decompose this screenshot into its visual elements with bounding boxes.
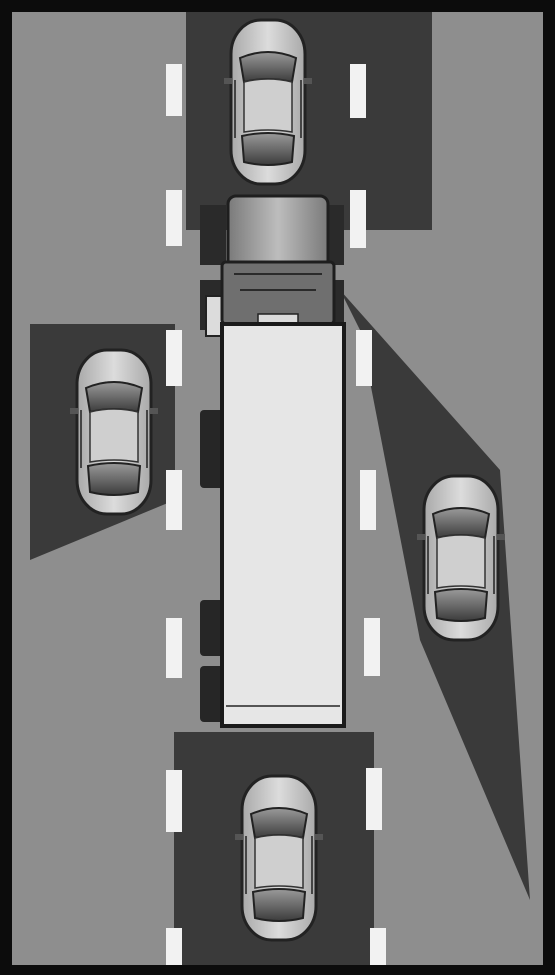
car-icon xyxy=(70,350,158,514)
trailer-body xyxy=(222,324,344,726)
lane-dash xyxy=(166,190,182,246)
lane-dash xyxy=(166,618,182,678)
lane-dash xyxy=(166,770,182,832)
car-icon xyxy=(235,776,323,940)
trailer-icon xyxy=(200,324,344,726)
truck-wheel xyxy=(200,205,226,265)
lane-dash xyxy=(166,330,182,386)
lane-dash xyxy=(350,190,366,248)
car-icon xyxy=(224,20,312,184)
lane-dash xyxy=(166,928,182,965)
lane-dash xyxy=(370,928,386,965)
lane-dash xyxy=(356,330,372,386)
truck-hood xyxy=(228,196,328,268)
lane-dash xyxy=(360,470,376,530)
lane-dash xyxy=(364,618,380,676)
lane-dash xyxy=(350,64,366,118)
lane-dash xyxy=(166,470,182,530)
lane-dash xyxy=(366,768,382,830)
truck-icon xyxy=(200,196,344,336)
car-icon xyxy=(417,476,505,640)
lane-dash xyxy=(166,64,182,116)
